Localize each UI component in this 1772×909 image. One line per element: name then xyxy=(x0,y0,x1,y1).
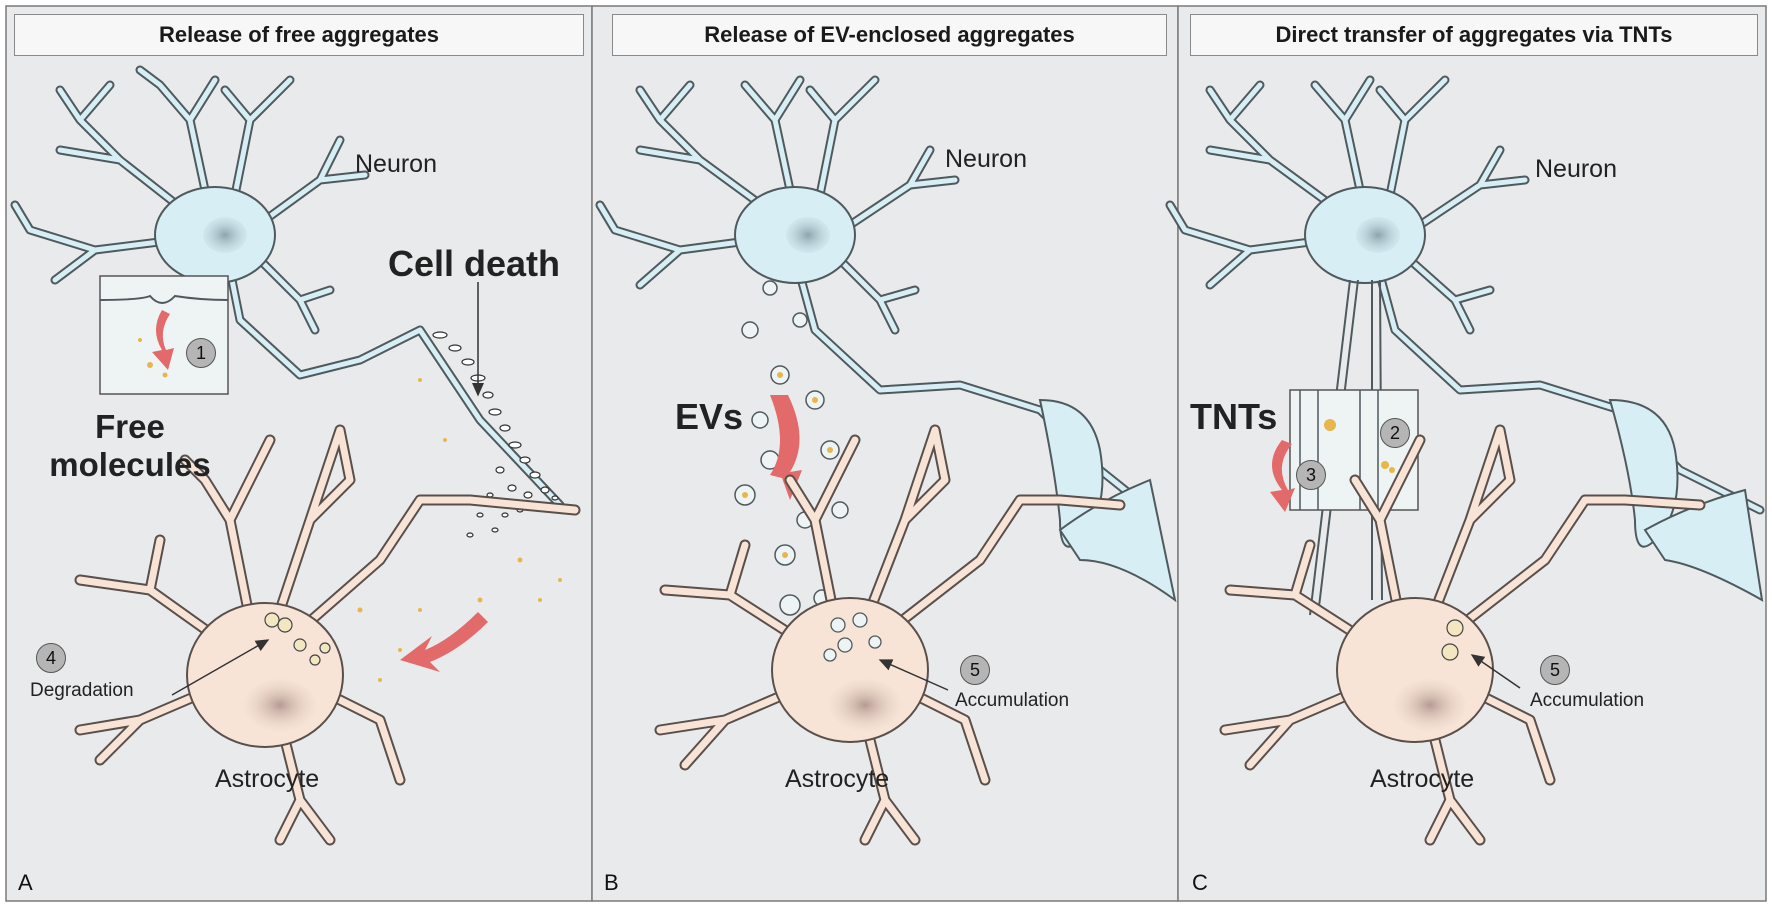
panel-c-inset-aggregates xyxy=(1324,419,1395,473)
panel-a-neuron-label: Neuron xyxy=(355,150,437,178)
panel-a-release-arrow xyxy=(152,310,174,370)
panel-a-degradation-label: Degradation xyxy=(30,680,134,701)
panel-b-astrocyte-fill xyxy=(656,426,1124,844)
panel-a-neuron-nucleus xyxy=(203,217,247,253)
panel-c-neuron-label: Neuron xyxy=(1535,155,1617,183)
panel-c-astrocyte-nucleus xyxy=(1394,679,1466,731)
panel-c-tnts-label: TNTs xyxy=(1190,396,1278,437)
panel-c-accumulation-pointer xyxy=(1470,654,1521,689)
panel-b-astrocyte-label: Astrocyte xyxy=(785,765,890,793)
panel-a-step-1: 1 xyxy=(186,338,216,368)
panel-c-neuron-nucleus xyxy=(1356,217,1400,253)
panel-b-step-5: 5 xyxy=(960,655,990,685)
panel-c-step-3: 3 xyxy=(1296,460,1326,490)
panel-a-lysosomes xyxy=(264,612,331,666)
panel-b-postsynaptic xyxy=(1058,478,1177,603)
panel-c-neuron-fill xyxy=(1167,77,1763,513)
panel-c-astrocyte-label: Astrocyte xyxy=(1370,765,1475,793)
panel-c-transfer-arrow xyxy=(1270,440,1295,512)
panel-b-evs-label: EVs xyxy=(675,396,744,437)
panel-b-neuron-fill xyxy=(597,77,1153,513)
panel-b-neuron-nucleus xyxy=(786,217,830,253)
panel-b-neuron-label: Neuron xyxy=(945,145,1027,173)
panel-c-header: Direct transfer of aggregates via TNTs xyxy=(1190,14,1758,56)
panel-a-astrocyte-nucleus xyxy=(244,679,316,731)
panel-a-free-molecules-label: Free molecules xyxy=(49,408,211,483)
panel-c-postsynaptic xyxy=(1643,488,1764,602)
panel-a-letter: A xyxy=(18,870,33,895)
panel-b-accumulation-pointer xyxy=(878,659,949,691)
panel-a-free-aggregates xyxy=(138,338,562,682)
panel-a-neuron-fill xyxy=(12,67,563,508)
panel-c-accumulation-label: Accumulation xyxy=(1530,690,1645,711)
panel-c-letter: C xyxy=(1192,870,1208,895)
panel-c-step-5: 5 xyxy=(1540,655,1570,685)
panel-a-cell-death-label: Cell death xyxy=(388,243,561,284)
panel-b-ev-arrow xyxy=(770,395,802,500)
panel-c-astrocyte-fill xyxy=(1221,426,1704,844)
panel-a-astrocyte-fill xyxy=(76,426,579,844)
panel-b-letter: B xyxy=(604,870,619,895)
panel-a-step-4: 4 xyxy=(36,643,66,673)
panel-a-uptake-arrow xyxy=(400,612,488,672)
panel-a-astrocyte-label: Astrocyte xyxy=(215,765,320,793)
panel-a-header: Release of free aggregates xyxy=(14,14,584,56)
panel-b-header: Release of EV-enclosed aggregates xyxy=(612,14,1167,56)
panel-a-inset-membrane xyxy=(99,294,229,304)
panel-a-degradation-pointer xyxy=(171,639,270,696)
panel-b-accumulation-label: Accumulation xyxy=(955,690,1070,711)
panel-c-accumulated-aggregates xyxy=(1441,619,1464,661)
panel-b-accumulated-evs xyxy=(823,612,882,662)
panel-c-step-2: 2 xyxy=(1380,418,1410,448)
panel-b-astrocyte-nucleus xyxy=(829,679,901,731)
